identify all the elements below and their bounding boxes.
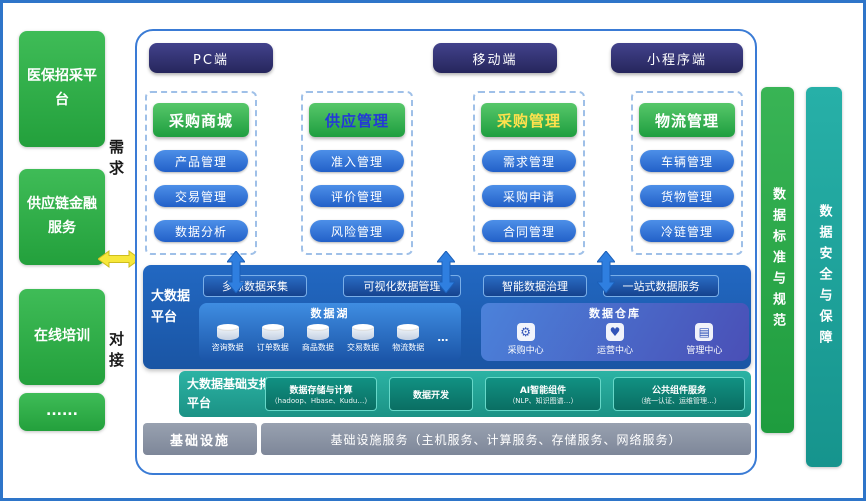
data-flow-arrow-icon xyxy=(227,251,245,293)
module-procurement-mall: 采购商城 产品管理 交易管理 数据分析 xyxy=(145,91,257,255)
data-lake-panel: 数据湖 咨询数据 订单数据 商品数据 交易数据 物流数据 … xyxy=(199,303,461,361)
sidebar-item-label: ...... xyxy=(46,403,78,420)
module-item: 采购申请 xyxy=(482,185,576,207)
module-item: 风险管理 xyxy=(310,220,404,242)
module-item: 冷链管理 xyxy=(640,220,734,242)
infrastructure-label: 基础设施 xyxy=(143,423,257,455)
center-operations: ♥ 运营中心 xyxy=(597,323,633,356)
data-flow-arrow-icon xyxy=(437,251,455,293)
service-visual-data-management: 可视化数据管理 xyxy=(343,275,461,297)
module-title: 供应管理 xyxy=(309,103,405,137)
data-store-label: 商品数据 xyxy=(301,343,334,352)
infrastructure-services: 基础设施服务（主机服务、计算服务、存储服务、网络服务） xyxy=(261,423,751,455)
service-one-stop-data-service: 一站式数据服务 xyxy=(603,275,719,297)
support-box-common-components: 公共组件服务 （统一认证、运维管理…） xyxy=(613,377,745,411)
module-item: 准入管理 xyxy=(310,150,404,172)
sidebar-item-supply-chain-finance: 供应链金融服务 xyxy=(19,169,105,265)
data-store-label: 交易数据 xyxy=(347,343,380,352)
sidebar-item-label: 在线培训 xyxy=(34,328,90,345)
module-item: 评价管理 xyxy=(310,185,404,207)
demand-label: 需求 xyxy=(107,139,125,181)
client-label: 移动端 xyxy=(472,52,518,68)
service-smart-data-governance: 智能数据治理 xyxy=(483,275,587,297)
data-lake-stores: 咨询数据 订单数据 商品数据 交易数据 物流数据 … xyxy=(199,321,461,353)
data-store-label: 咨询数据 xyxy=(211,343,244,352)
module-item: 合同管理 xyxy=(482,220,576,242)
database-cylinder-icon xyxy=(306,324,329,340)
support-box-subtitle: （统一认证、运维管理…） xyxy=(637,396,721,405)
data-store-label: 订单数据 xyxy=(256,343,289,352)
data-warehouse-centers: ⚙ 采购中心 ♥ 运营中心 ▤ 管理中心 xyxy=(481,321,749,356)
big-data-platform-label: 大数据平台 xyxy=(151,289,191,325)
demand-connect-arrow-icon xyxy=(98,250,140,268)
sidebar-item-label: 医保招采平台 xyxy=(27,68,97,108)
data-store: 物流数据 xyxy=(392,322,424,353)
module-item: 货物管理 xyxy=(640,185,734,207)
client-label: 小程序端 xyxy=(646,52,707,68)
support-box-title: 公共组件服务 xyxy=(651,385,706,396)
client-bar-mobile: 移动端 xyxy=(433,43,557,73)
module-procurement-management: 采购管理 需求管理 采购申请 合同管理 xyxy=(473,91,585,255)
data-store: 咨询数据 xyxy=(212,322,244,353)
module-title: 采购商城 xyxy=(153,103,249,137)
data-store-more: … xyxy=(437,331,449,344)
support-box-title: 数据开发 xyxy=(412,390,449,401)
module-item: 产品管理 xyxy=(154,150,248,172)
module-title: 物流管理 xyxy=(639,103,735,137)
support-box-title: 数据存储与计算 xyxy=(289,385,353,396)
module-logistics-management: 物流管理 车辆管理 货物管理 冷链管理 xyxy=(631,91,743,255)
support-box-ai-components: AI智能组件 （NLP、知识图谱…） xyxy=(485,377,601,411)
sidebar-item-label: 供应链金融服务 xyxy=(27,196,97,236)
support-platform-label: 大数据基础支撑平台 xyxy=(187,377,272,411)
gear-icon: ⚙ xyxy=(516,323,535,341)
module-title: 采购管理 xyxy=(481,103,577,137)
data-store: 商品数据 xyxy=(302,322,334,353)
connect-label: 对接 xyxy=(107,331,125,373)
module-item: 需求管理 xyxy=(482,150,576,172)
heart-pulse-icon: ♥ xyxy=(605,323,624,341)
support-box-title: AI智能组件 xyxy=(519,385,567,396)
center-label: 运营中心 xyxy=(596,346,633,356)
sidebar-item-more: ...... xyxy=(19,393,105,431)
sidebar-item-medical-procurement-platform: 医保招采平台 xyxy=(19,31,105,147)
sidebar-item-online-training: 在线培训 xyxy=(19,289,105,385)
data-lake-title: 数据湖 xyxy=(310,307,350,320)
database-cylinder-icon xyxy=(352,324,375,340)
data-security-bar: 数据安全与保障 xyxy=(806,87,842,467)
client-bar-miniprogram: 小程序端 xyxy=(611,43,743,73)
support-box-subtitle: （NLP、知识图谱…） xyxy=(508,396,578,405)
database-cylinder-icon xyxy=(261,324,284,340)
center-procurement: ⚙ 采购中心 xyxy=(508,323,544,356)
data-store: 交易数据 xyxy=(347,322,379,353)
client-label: PC端 xyxy=(193,52,229,68)
module-item: 车辆管理 xyxy=(640,150,734,172)
service-multi-source-collection: 多源数据采集 xyxy=(203,275,307,297)
center-label: 采购中心 xyxy=(507,346,544,356)
data-warehouse-title: 数据仓库 xyxy=(589,307,641,320)
database-cylinder-icon xyxy=(216,324,239,340)
data-flow-arrow-icon xyxy=(597,251,615,293)
database-cylinder-icon xyxy=(397,324,420,340)
dashboard-icon: ▤ xyxy=(695,323,714,341)
center-label: 管理中心 xyxy=(686,346,723,356)
module-supply-management: 供应管理 准入管理 评价管理 风险管理 xyxy=(301,91,413,255)
module-item: 交易管理 xyxy=(154,185,248,207)
data-store: 订单数据 xyxy=(257,322,289,353)
module-item: 数据分析 xyxy=(154,220,248,242)
support-box-data-development: 数据开发 xyxy=(389,377,473,411)
data-standards-bar: 数据标准与规范 xyxy=(761,87,794,433)
data-store-label: 物流数据 xyxy=(392,343,425,352)
client-bar-pc: PC端 xyxy=(149,43,273,73)
center-management: ▤ 管理中心 xyxy=(686,323,722,356)
support-box-storage-compute: 数据存储与计算 （hadoop、Hbase、Kudu…） xyxy=(265,377,377,411)
support-box-subtitle: （hadoop、Hbase、Kudu…） xyxy=(270,396,372,405)
data-warehouse-panel: 数据仓库 ⚙ 采购中心 ♥ 运营中心 ▤ 管理中心 xyxy=(481,303,749,361)
